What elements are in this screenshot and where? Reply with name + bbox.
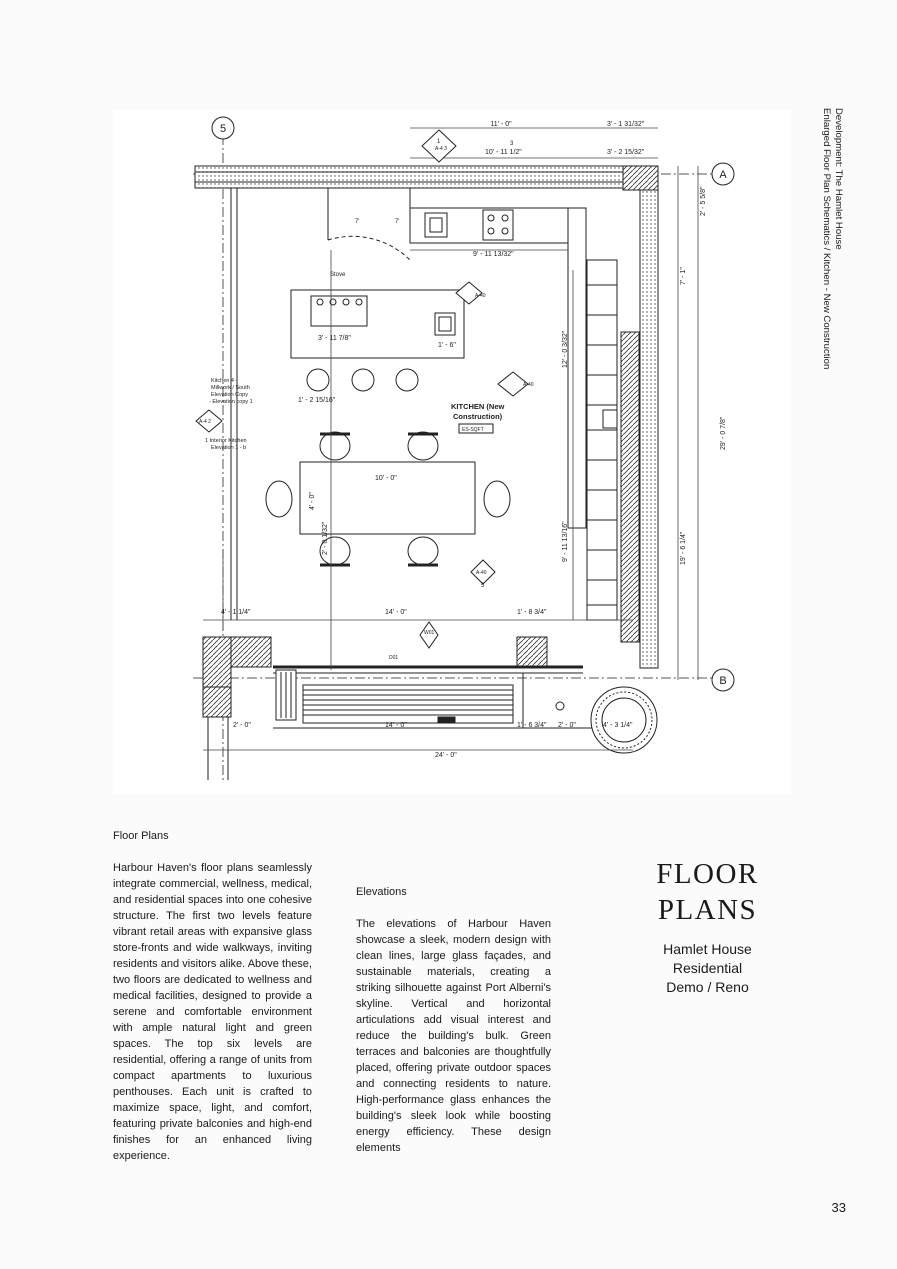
dining-set bbox=[265, 431, 511, 567]
stove-label: Stove bbox=[330, 272, 346, 278]
dim-r-19: 19' - 6 1/4" bbox=[680, 531, 687, 565]
subtitle-line1: Hamlet House bbox=[663, 941, 752, 957]
dim-top-3-1: 3' - 1 31/32" bbox=[607, 121, 645, 128]
subtitle-line3: Demo / Reno bbox=[666, 979, 749, 995]
dim-14-0a: 14' - 0" bbox=[385, 609, 407, 616]
kitchen-room-label-1: KITCHEN (New bbox=[451, 402, 505, 411]
subtitle-line2: Residential bbox=[672, 960, 743, 976]
grid-label-a: A bbox=[719, 169, 727, 181]
stools bbox=[306, 368, 419, 392]
dim-14-0b: 14' - 0" bbox=[385, 722, 407, 729]
dim-12-0: 12' - 0 3/32" bbox=[562, 330, 569, 368]
floor-plans-body: Harbour Haven's floor plans seamlessly i… bbox=[113, 862, 312, 1162]
dim-top-10-11: 10' - 11 1/2" bbox=[485, 149, 522, 156]
door-tag: D01 bbox=[389, 655, 398, 661]
side-caption: Development: The Hamlet House Enlarged F… bbox=[814, 108, 844, 408]
dim-4-0: 4' - 0" bbox=[309, 492, 316, 510]
tag-5: 5 bbox=[481, 583, 485, 589]
page-title-line1: FLOOR bbox=[656, 858, 759, 890]
dim-9-11: 9' - 11 13/32" bbox=[473, 251, 514, 258]
dim-10-0: 10' - 0" bbox=[375, 475, 397, 482]
section-markers bbox=[195, 129, 529, 649]
elevations-column: Elevations The elevations of Harbour Hav… bbox=[356, 884, 551, 1156]
tag-3: 3 bbox=[510, 141, 514, 147]
dim-top-3-2: 3' - 2 15/32" bbox=[607, 149, 645, 156]
dim-3-11: 3' - 11 7/8" bbox=[318, 335, 351, 342]
dim-7a: 7' bbox=[355, 219, 359, 225]
upper-counters bbox=[409, 207, 618, 621]
tag-a40c: A-40 bbox=[476, 570, 487, 576]
page-title-line2: PLANS bbox=[657, 894, 758, 926]
note-line-5: 1 Interior Kitchen bbox=[205, 438, 247, 444]
dim-2-0b: 2' - 0" bbox=[558, 722, 576, 729]
note-line-6: Elevation 1 - b bbox=[211, 445, 246, 451]
dim-9-11b: 9' - 11 13/16" bbox=[562, 521, 569, 562]
elevations-body: The elevations of Harbour Haven showcase… bbox=[356, 918, 551, 1154]
right-wall bbox=[620, 165, 659, 669]
note-line-2: Millwork / South bbox=[211, 385, 250, 391]
round-planter bbox=[555, 686, 658, 754]
tag-a4-3: A-4 3 bbox=[435, 146, 447, 152]
grid-bubble-5 bbox=[211, 116, 235, 140]
top-wall bbox=[194, 165, 659, 189]
title-block: FLOOR PLANS Hamlet House Residential Dem… bbox=[620, 856, 795, 997]
grid-bubble-a bbox=[711, 162, 735, 186]
dim-r-7-1: 7' - 1" bbox=[680, 267, 687, 285]
floor-plans-heading: Floor Plans bbox=[113, 830, 169, 842]
grid-label-5: 5 bbox=[220, 123, 226, 135]
dim-24-0: 24' - 0" bbox=[435, 752, 457, 759]
note-line-4: - Elevation copy 1 bbox=[209, 399, 253, 405]
dim-top-11-0: 11' - 0" bbox=[490, 121, 512, 128]
dim-1-8: 1' - 8 3/4" bbox=[517, 609, 547, 616]
floor-plans-column: Floor Plans Harbour Haven's floor plans … bbox=[113, 828, 312, 1164]
tag-a40a: A-40 bbox=[475, 293, 486, 299]
window-tag: W01 bbox=[424, 630, 435, 636]
tag-1: 1 bbox=[437, 139, 441, 145]
tag-a40b: A-40 bbox=[523, 382, 534, 388]
dim-4-1: 4' - 1 1/4" bbox=[221, 609, 251, 616]
side-caption-line2: Enlarged Floor Plan Schematics / Kitchen… bbox=[821, 108, 832, 370]
page-number: 33 bbox=[831, 1200, 846, 1215]
dim-r-29: 29' - 0 7/8" bbox=[720, 416, 727, 450]
dim-4-3: 4' - 3 1/4" bbox=[603, 722, 633, 729]
grid-label-b: B bbox=[719, 675, 726, 687]
side-caption-line1: Development: The Hamlet House bbox=[833, 108, 844, 250]
kitchen-room-tag: ES-SQFT bbox=[462, 427, 484, 433]
svg-text:11' - 0": 11' - 0" bbox=[490, 121, 512, 128]
kitchen-room-label-2: Construction) bbox=[453, 412, 503, 421]
note-line-1: Kitchen 4 - bbox=[211, 378, 237, 384]
grid-bubble-b bbox=[711, 668, 735, 692]
dim-1-6-3: 1' - 6 3/4" bbox=[517, 722, 547, 729]
bottom-wall bbox=[202, 636, 633, 780]
dim-2-0-half: 2' - 0 1/32" bbox=[322, 521, 329, 555]
deck bbox=[275, 669, 514, 724]
dim-7b: 7' bbox=[395, 219, 399, 225]
dim-1-6: 1' - 6" bbox=[438, 342, 456, 349]
tag-a4-2: A-4 2 bbox=[199, 419, 211, 425]
dim-1-2: 1' - 2 15/16" bbox=[298, 397, 336, 404]
note-line-3: Elevation Copy bbox=[211, 392, 248, 398]
floor-plan-drawing: 5 A B bbox=[113, 110, 791, 794]
dimension-lines bbox=[203, 127, 699, 751]
elevations-heading: Elevations bbox=[356, 886, 407, 898]
dim-r-2-5: 2' - 5 5/8" bbox=[700, 186, 707, 216]
dim-2-0a: 2' - 0" bbox=[233, 722, 251, 729]
island bbox=[290, 289, 465, 359]
